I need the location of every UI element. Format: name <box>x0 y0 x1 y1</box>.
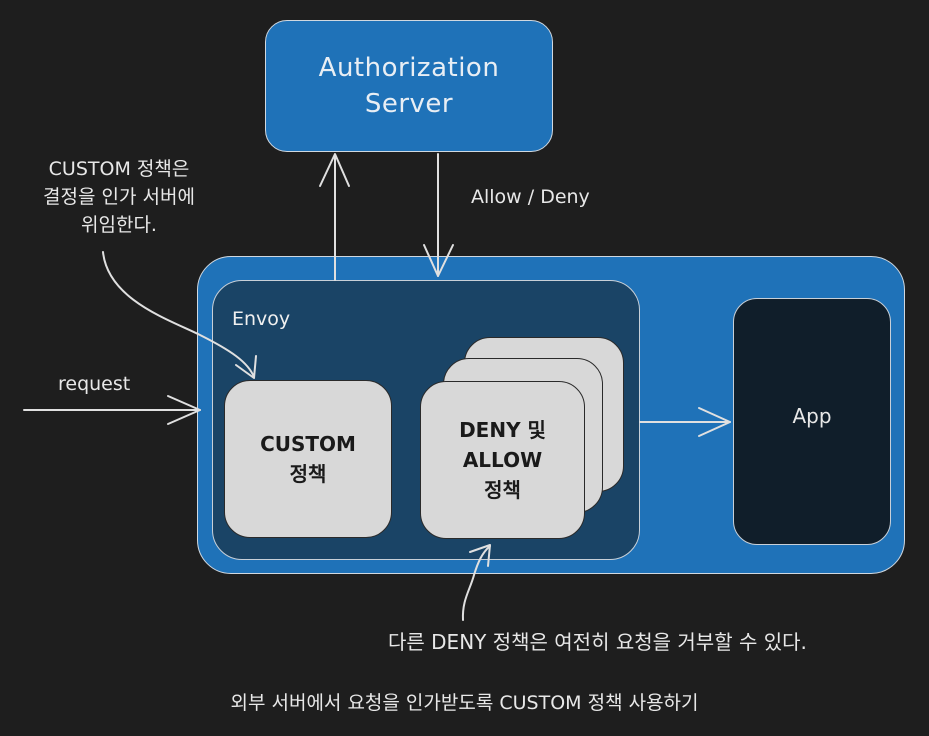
allow-deny-label: Allow / Deny <box>471 186 590 208</box>
envoy-label: Envoy <box>232 308 291 330</box>
diagram-caption: 외부 서버에서 요청을 인가받도록 CUSTOM 정책 사용하기 <box>230 692 699 714</box>
deny-policy-annotation: 다른 DENY 정책은 여전히 요청을 거부할 수 있다. <box>388 630 807 654</box>
authorization-server-box: Authorization Server <box>265 20 553 152</box>
deny-allow-policy-card: DENY 및 ALLOW 정책 <box>420 381 585 539</box>
app-box: App <box>733 298 891 545</box>
custom-policy-card: CUSTOM 정책 <box>224 380 392 538</box>
custom-policy-annotation: CUSTOM 정책은 결정을 인가 서버에 위임한다. <box>43 158 195 236</box>
deny-allow-policy-label: DENY 및 ALLOW 정책 <box>459 418 546 502</box>
custom-policy-label: CUSTOM 정책 <box>260 432 356 486</box>
app-label: App <box>792 403 832 428</box>
arrow-envoy-to-auth-head <box>319 153 350 187</box>
request-label: request <box>58 373 131 395</box>
arrow-request-head <box>167 395 201 425</box>
authorization-server-label: Authorization Server <box>318 53 500 119</box>
